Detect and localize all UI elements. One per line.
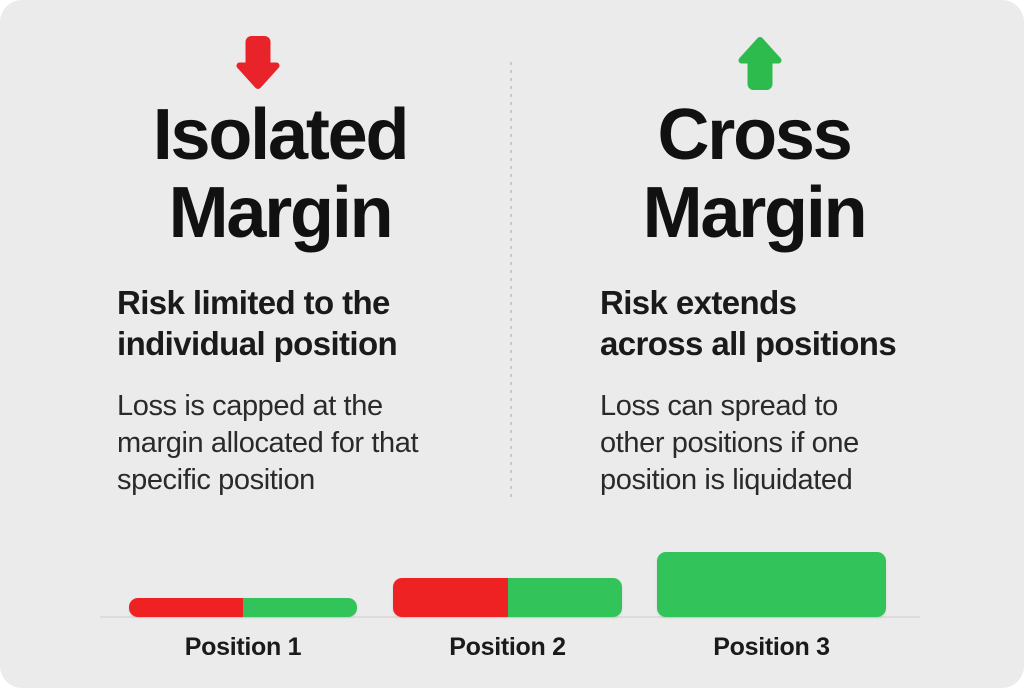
stacked-bar xyxy=(129,598,357,617)
page-title-cross: Cross Margin xyxy=(642,95,868,253)
subheading-isolated: Risk limited to the individual position xyxy=(117,284,398,362)
bar-label: Position 3 xyxy=(713,633,830,661)
column-isolated-margin: Isolated Margin Risk limited to the indi… xyxy=(60,0,500,520)
bar-segment xyxy=(657,552,886,617)
bar-segment xyxy=(129,598,243,617)
stacked-bar xyxy=(657,552,886,617)
arrow-up-icon xyxy=(737,36,783,90)
arrow-down-icon xyxy=(235,36,281,90)
column-divider xyxy=(510,62,512,498)
chart-baseline xyxy=(100,616,920,618)
bar-label: Position 2 xyxy=(449,633,566,661)
bar-segment xyxy=(507,578,622,617)
page-title-isolated: Isolated Margin xyxy=(152,95,410,253)
column-cross-margin: Cross Margin Risk extends across all pos… xyxy=(534,0,974,520)
bar-group: Position 3 xyxy=(657,497,886,661)
stacked-bar xyxy=(393,578,622,617)
subheading-cross: Risk extends across all positions xyxy=(600,284,897,362)
body-text-isolated: Loss is capped at the margin allocated f… xyxy=(117,390,419,496)
body-text-cross: Loss can spread to other positions if on… xyxy=(600,390,859,496)
bar-label: Position 1 xyxy=(184,633,302,661)
bar-segment xyxy=(243,598,357,617)
bar-group: Position 1 xyxy=(129,497,357,661)
bar-group: Position 2 xyxy=(393,497,622,661)
bar-segment xyxy=(393,578,508,617)
